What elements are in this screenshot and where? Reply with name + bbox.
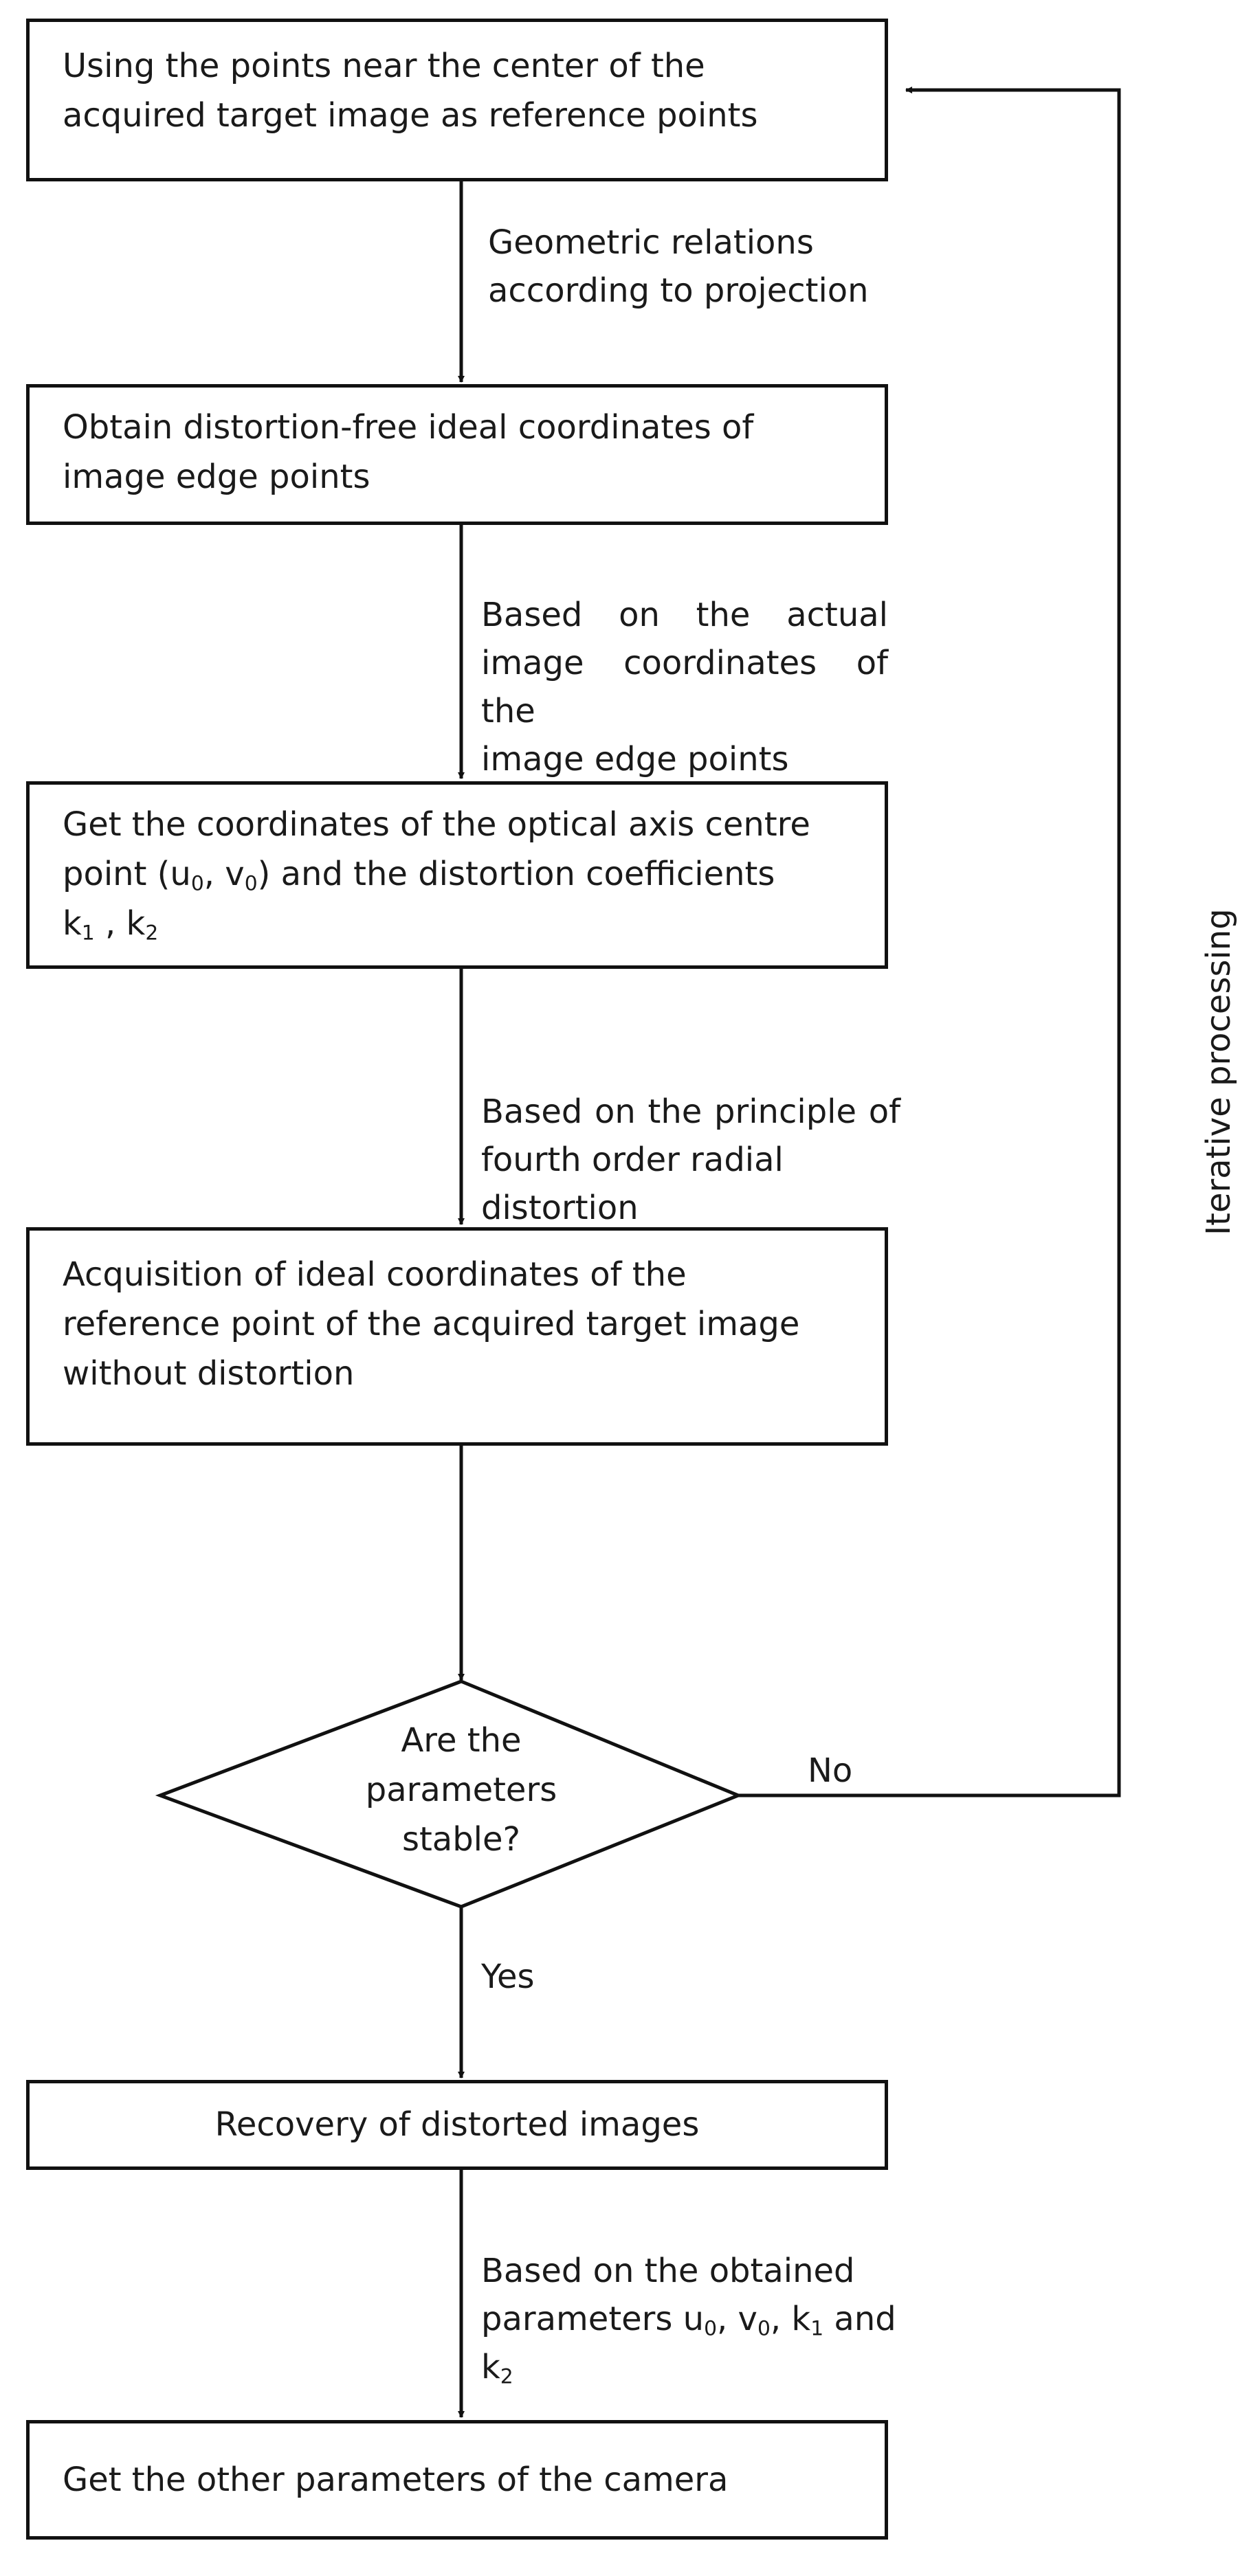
optical-axis-line1: Get the coordinates of the optical axis … xyxy=(63,805,810,844)
ideal-coordinates-box: Obtain distortion-free ideal coordinates… xyxy=(26,384,888,525)
no-label: No xyxy=(808,1751,853,1790)
yes-label: Yes xyxy=(481,1958,535,1996)
ideal-reference-line2: reference point of the acquired target i… xyxy=(63,1305,800,1343)
optical-axis-line3: k1 , k2 xyxy=(63,904,159,945)
ideal-coordinates-line1: Obtain distortion-free ideal coordinates… xyxy=(63,408,754,447)
recovery-text: Recovery of distorted images xyxy=(214,2105,700,2144)
ideal-coordinates-line2: image edge points xyxy=(63,458,370,496)
actual-coordinates-label: Based on the actual image coordinates of… xyxy=(481,596,888,779)
iterative-processing-label: Iterative processing xyxy=(1199,908,1238,1235)
reference-points-line1: Using the points near the center of the xyxy=(63,47,705,85)
geometric-relations-label: Geometric relations according to project… xyxy=(488,223,869,310)
reference-points-line2: acquired target image as reference point… xyxy=(63,96,758,135)
other-parameters-text: Get the other parameters of the camera xyxy=(63,2461,729,2499)
ideal-reference-line3: without distortion xyxy=(63,1354,355,1393)
ideal-reference-line1: Acquisition of ideal coordinates of the xyxy=(63,1255,687,1294)
obtained-parameters-label: Based on the obtained parameters u0, v0,… xyxy=(481,2252,896,2389)
decision-line2: parameters xyxy=(365,1771,557,1809)
decision-label: Are the parameters stable? xyxy=(324,1716,599,1864)
ideal-reference-box: Acquisition of ideal coordinates of the … xyxy=(26,1227,888,1446)
feedback-loop-line xyxy=(738,87,1121,1797)
decision-diamond xyxy=(155,1679,743,1909)
decision-line3: stable? xyxy=(401,1820,521,1859)
optical-axis-box: Get the coordinates of the optical axis … xyxy=(26,781,888,969)
other-parameters-box: Get the other parameters of the camera xyxy=(26,2420,888,2540)
optical-axis-line2: point (u0, v0) and the distortion coeffi… xyxy=(63,855,775,896)
decision-line1: Are the xyxy=(401,1721,522,1760)
radial-distortion-label: Based on the principle of fourth order r… xyxy=(481,1093,900,1227)
recovery-box: Recovery of distorted images xyxy=(26,2080,888,2170)
reference-points-box: Using the points near the center of the … xyxy=(26,19,888,181)
